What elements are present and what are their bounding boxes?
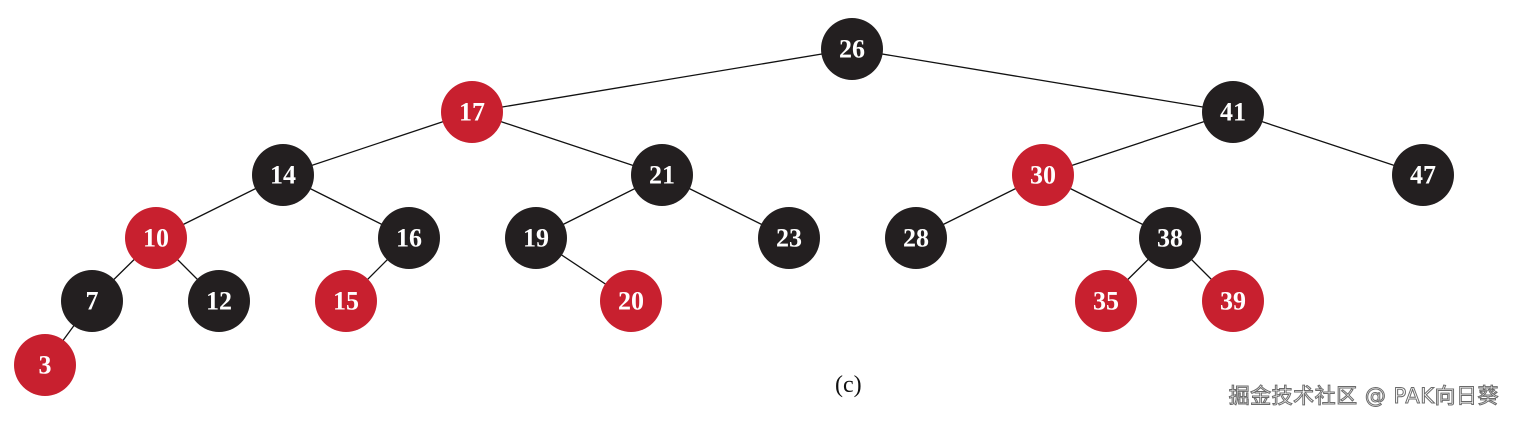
red-node-circle (1075, 270, 1137, 332)
black-node-circle (188, 270, 250, 332)
node-key-label: 30 (1030, 161, 1056, 190)
node-key-label: 15 (333, 287, 359, 316)
black-node-circle (61, 270, 123, 332)
tree-node-19: 19 (505, 207, 567, 269)
edge-17-14 (282, 111, 473, 176)
node-key-label: 19 (523, 224, 549, 253)
edge-41-47 (1232, 111, 1424, 176)
tree-node-3: 3 (14, 334, 76, 396)
red-node-circle (441, 81, 503, 143)
figure-caption: (c) (835, 372, 862, 398)
edge-17-21 (471, 111, 663, 176)
tree-node-38: 38 (1139, 207, 1201, 269)
node-key-label: 14 (270, 161, 296, 190)
node-key-label: 28 (903, 224, 929, 253)
red-node-circle (14, 334, 76, 396)
tree-node-39: 39 (1202, 270, 1264, 332)
tree-node-12: 12 (188, 270, 250, 332)
red-node-circle (1012, 144, 1074, 206)
tree-node-30: 30 (1012, 144, 1074, 206)
black-node-circle (758, 207, 820, 269)
tree-node-15: 15 (315, 270, 377, 332)
node-key-label: 23 (776, 224, 802, 253)
tree-node-35: 35 (1075, 270, 1137, 332)
tree-node-41: 41 (1202, 81, 1264, 143)
tree-node-17: 17 (441, 81, 503, 143)
black-node-circle (378, 207, 440, 269)
tree-node-47: 47 (1392, 144, 1454, 206)
tree-node-21: 21 (631, 144, 693, 206)
watermark-text: 掘金技术社区 @ PAK向日葵 (1228, 384, 1499, 409)
tree-node-14: 14 (252, 144, 314, 206)
red-node-circle (600, 270, 662, 332)
node-key-label: 39 (1220, 287, 1246, 316)
node-key-label: 16 (396, 224, 422, 253)
tree-nodes: 26 17 41 14 21 30 47 10 16 19 23 28 38 7 12 15 20 35 39 3 (14, 18, 1454, 396)
tree-node-10: 10 (125, 207, 187, 269)
black-node-circle (252, 144, 314, 206)
node-key-label: 20 (618, 287, 644, 316)
node-key-label: 38 (1157, 224, 1183, 253)
node-key-label: 26 (839, 35, 865, 64)
node-key-label: 21 (649, 161, 675, 190)
node-key-label: 17 (459, 98, 485, 127)
node-key-label: 3 (39, 351, 52, 380)
red-node-circle (1202, 270, 1264, 332)
edge-26-17 (471, 48, 853, 113)
node-key-label: 47 (1410, 161, 1436, 190)
black-node-circle (1392, 144, 1454, 206)
edge-41-30 (1042, 111, 1234, 176)
tree-node-26: 26 (821, 18, 883, 80)
node-key-label: 41 (1220, 98, 1246, 127)
node-key-label: 12 (206, 287, 232, 316)
black-node-circle (631, 144, 693, 206)
red-node-circle (125, 207, 187, 269)
node-key-label: 7 (86, 287, 99, 316)
red-node-circle (315, 270, 377, 332)
black-node-circle (1139, 207, 1201, 269)
tree-node-28: 28 (885, 207, 947, 269)
black-node-circle (1202, 81, 1264, 143)
tree-node-7: 7 (61, 270, 123, 332)
black-node-circle (505, 207, 567, 269)
node-key-label: 10 (143, 224, 169, 253)
tree-node-23: 23 (758, 207, 820, 269)
tree-node-20: 20 (600, 270, 662, 332)
tree-node-16: 16 (378, 207, 440, 269)
edge-26-41 (851, 48, 1234, 113)
black-node-circle (821, 18, 883, 80)
node-key-label: 35 (1093, 287, 1119, 316)
black-node-circle (885, 207, 947, 269)
